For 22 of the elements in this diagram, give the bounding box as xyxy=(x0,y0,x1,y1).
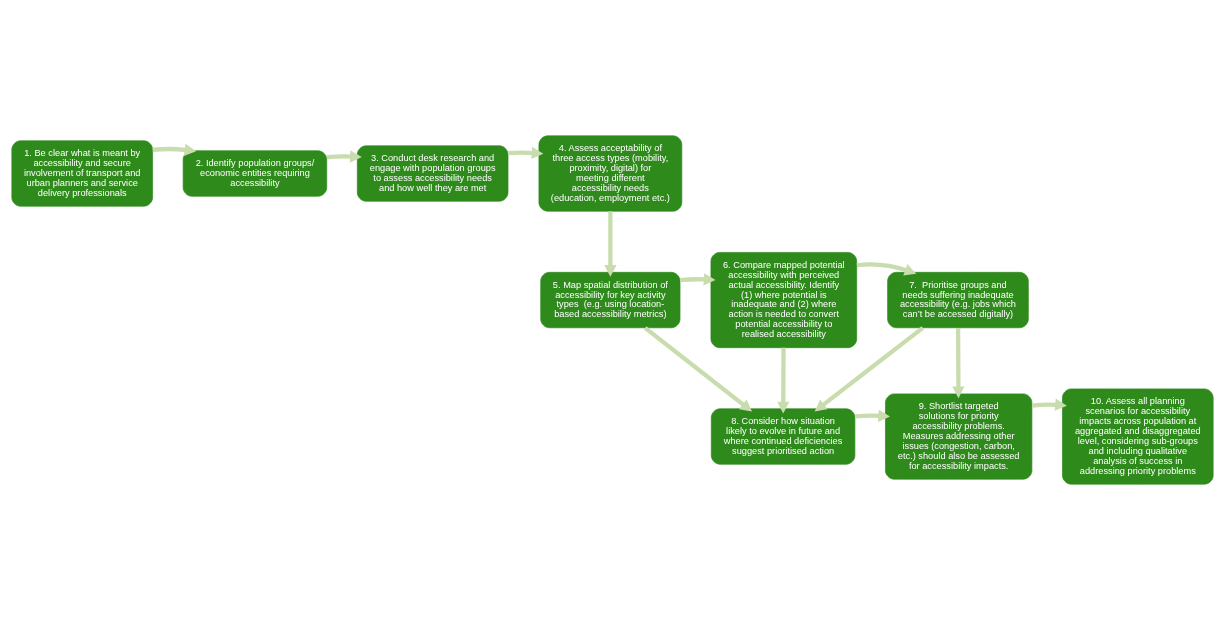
node-box: 9. Shortlist targeted solutions for priority accessibility problems. Measures addressing other issues (congestion, carbon, etc.) should also be assessed for accessibility impacts. xyxy=(885,393,1033,480)
node-box: 7. Prioritise groups and needs suffering inadequate accessibility (e.g. jobs which can’t be accessed digitally) xyxy=(887,271,1029,328)
arrow xyxy=(777,347,790,413)
arrow xyxy=(856,261,917,276)
node-box: 8. Consider how situation likely to evolve in future and where continued deficiencies suggest prioritised action xyxy=(710,407,856,465)
arrow xyxy=(326,149,362,163)
node-box: 4. Assess acceptability of three access types (mobility, proximity, digital) for meeting different accessibility needs (education, employment etc.) xyxy=(538,135,683,212)
arrow xyxy=(152,143,197,156)
arrow xyxy=(604,210,617,277)
node-box: 3. Conduct desk research and engage with population groups to assess accessibility needs and how well they are met xyxy=(356,144,509,202)
arrow xyxy=(643,325,753,412)
arrow xyxy=(679,272,716,285)
node-box: 2. Identify population groups/ economic entities requiring accessibility xyxy=(182,149,328,197)
node-box: 10. Assess all planning scenarios for accessibility impacts across population at aggregated and disaggregated level, considering sub-groups and including qualitative analysis of success in addressing priority problems xyxy=(1062,388,1214,484)
arrow xyxy=(814,325,925,411)
node-box: 6. Compare mapped potential accessibility with perceived actual accessibility. Identify (1) where potential is inadequate and (2) where action is needed to convert potential accessibility to realised accessibility xyxy=(710,251,858,348)
node-box: 5. Map spatial distribution of accessibility for key activity types (e.g. using location-based accessibility metrics) xyxy=(540,271,681,328)
node-box: 1. Be clear what is meant by accessibility and secure involvement of transport and urban planners and service delivery professionals xyxy=(11,139,153,207)
arrow xyxy=(952,327,965,398)
arrow xyxy=(1031,398,1067,411)
arrow xyxy=(508,146,544,159)
arrow xyxy=(854,409,891,422)
